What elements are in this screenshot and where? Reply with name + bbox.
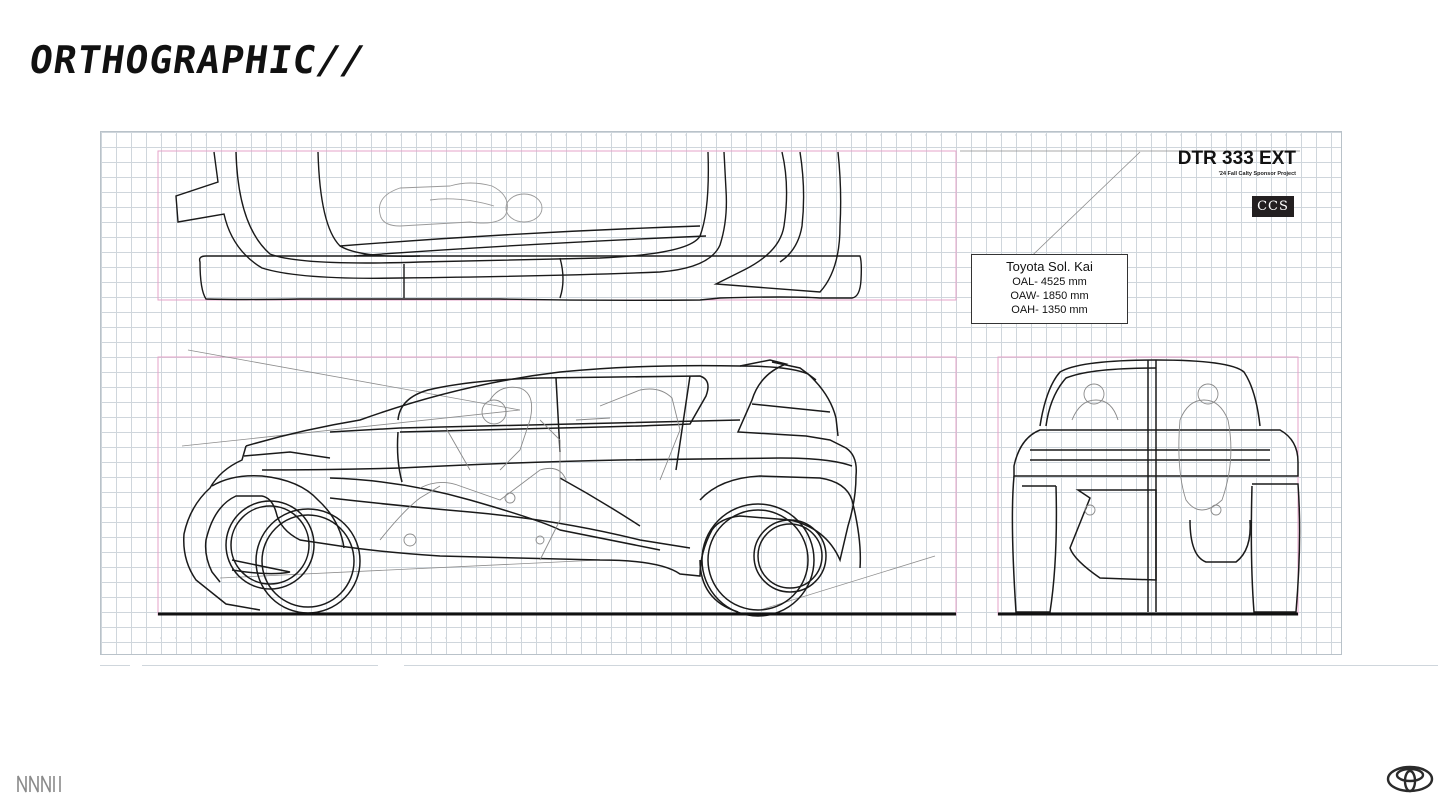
view-frames: [157, 150, 1299, 616]
spec-width: OAW- 1850 mm: [1010, 290, 1089, 302]
top-view: [175, 151, 863, 302]
drawing-title: DTR 333 EXT: [1177, 148, 1296, 169]
toyota-logo: [1386, 765, 1434, 793]
spec-height: OAH- 1350 mm: [1011, 304, 1088, 316]
spec-vehicle-name: Toyota Sol. Kai: [1006, 259, 1093, 274]
spec-box: Toyota Sol. Kai OAL- 4525 mm OAW- 1850 m…: [971, 254, 1128, 324]
front-rear-view: [998, 359, 1301, 616]
sheet-rule: [404, 665, 1438, 666]
spec-length: OAL- 4525 mm: [1012, 276, 1087, 288]
tick-marks: [160, 134, 1310, 639]
sheet-rule: [100, 665, 130, 666]
corner-signature-icon: [17, 775, 61, 793]
ccs-logo: CCS: [1252, 196, 1294, 217]
title-block: DTR 333 EXT '24 Fall Calty Sponsor Proje…: [1150, 148, 1296, 177]
construction-lines: [181, 150, 1300, 611]
sheet-rule: [142, 665, 378, 666]
side-view: [158, 359, 956, 617]
drawing-subtitle: '24 Fall Calty Sponsor Project: [1218, 171, 1296, 177]
